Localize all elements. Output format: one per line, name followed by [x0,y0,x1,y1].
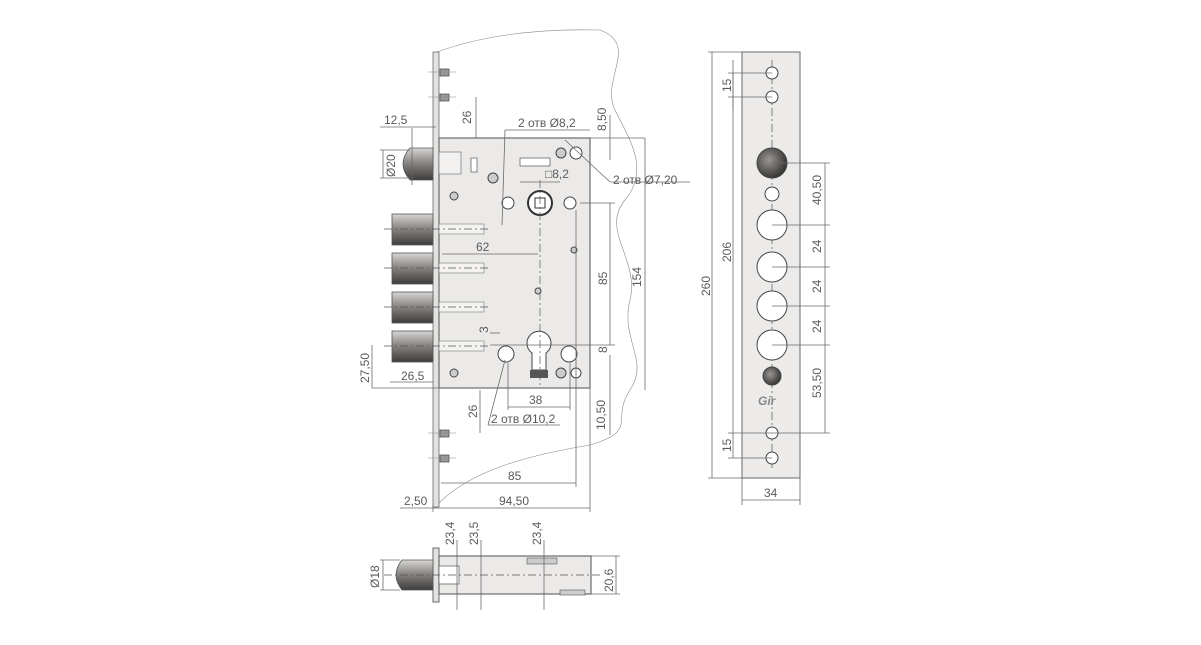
label-holes-7-20: 2 отв Ø7,20 [613,173,678,187]
dim-10-50: 10,50 [594,400,608,430]
front-dimension-labels: 12,5 26 2 отв Ø8,2 8,50 Ø20 □8,2 2 отв Ø… [358,107,678,508]
deadbolts [384,213,490,363]
dim-38: 38 [529,393,543,407]
faceplate [432,51,440,508]
dim-34: 34 [764,486,778,500]
dim-40-50: 40,50 [810,175,824,205]
dim-15-top: 15 [720,78,734,92]
dim-24-b: 24 [810,279,824,293]
dim-206: 206 [720,242,734,262]
dim-23-5: 23,5 [467,521,481,545]
dim-53-50: 53,50 [810,368,824,398]
dim-latch-diameter: Ø20 [384,154,398,177]
dim-3: 3 [477,326,491,333]
front-view: 12,5 26 2 отв Ø8,2 8,50 Ø20 □8,2 2 отв Ø… [358,29,690,512]
cylinder-cutout [526,330,552,371]
strike-plate-view: Gir 15 206 260 40,50 24 24 24 53,50 15 3 [699,51,830,505]
dim-26-bottom: 26 [466,404,480,418]
dim-8: 8 [596,346,610,353]
strike-plate [741,51,801,479]
pins [428,68,456,463]
dim-26-top: 26 [460,110,474,124]
label-holes-8-2: 2 отв Ø8,2 [518,116,576,130]
front-dimension-lines [371,97,690,512]
dim-62: 62 [476,240,490,254]
dim-24-a: 24 [810,239,824,253]
dim-20-6: 20,6 [602,568,616,592]
dim-23-4-b: 23,4 [530,521,544,545]
dim-26-5: 26,5 [401,369,425,383]
strike-dimension-lines [708,51,830,505]
dim-8-50: 8,50 [595,107,609,131]
dim-260: 260 [699,276,713,296]
dim-15-bottom: 15 [720,438,734,452]
strike-dimension-labels: 15 206 260 40,50 24 24 24 53,50 15 34 [699,78,824,500]
dim-23-4-a: 23,4 [443,521,457,545]
dim-94-50: 94,50 [499,494,529,508]
dim-27-50: 27,50 [358,353,372,383]
dim-2-50: 2,50 [404,494,428,508]
latch-bolt [402,147,434,181]
dim-154: 154 [630,267,644,287]
dim-square-8-2: □8,2 [545,167,569,181]
label-holes-10-2: 2 отв Ø10,2 [491,412,556,426]
gir-logo: Gir [758,394,777,408]
dim-24-c: 24 [810,319,824,333]
dim-18: Ø18 [368,565,382,588]
dim-85-horizontal: 85 [508,469,522,483]
bottom-view: 23,4 23,5 23,4 Ø18 20,6 [368,521,620,610]
dim-12-5: 12,5 [384,113,408,127]
dim-85-vertical: 85 [596,271,610,285]
